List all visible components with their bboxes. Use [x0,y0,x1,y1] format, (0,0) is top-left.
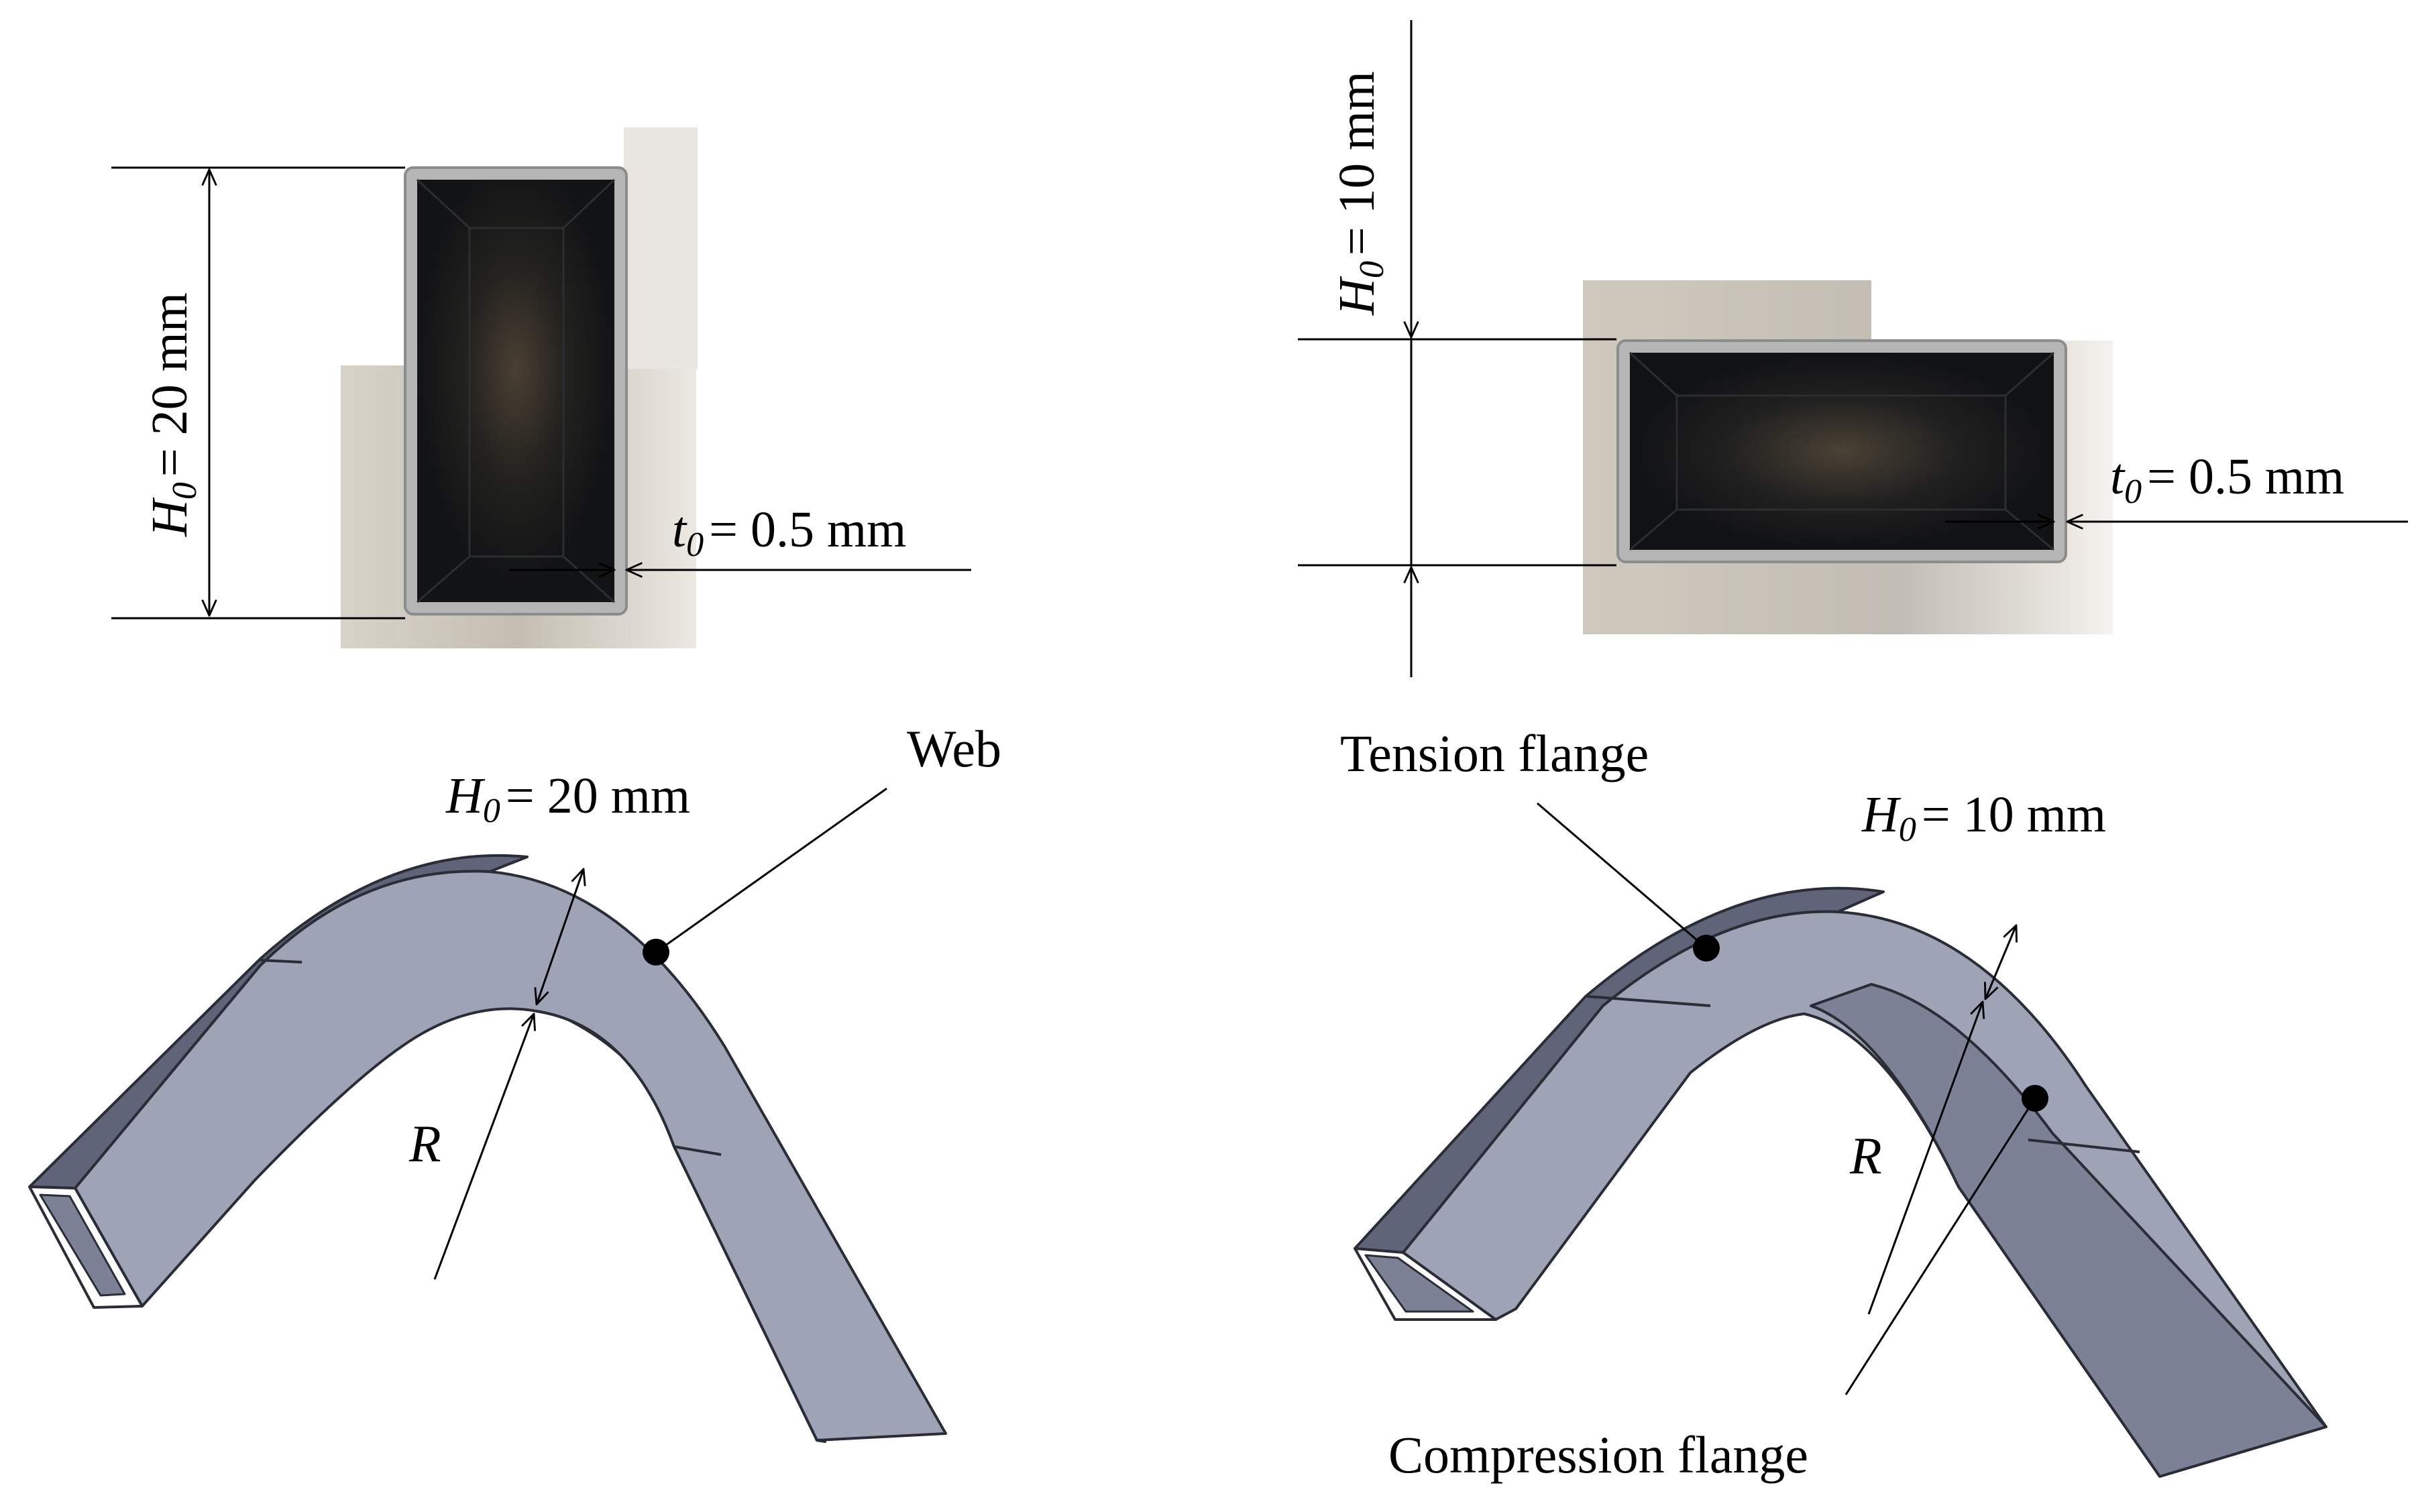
left-section-height-dimension: H0= 20 mm [111,166,405,620]
right-tube-seam-top [1586,995,1711,1007]
left-beam-radius-label: R [408,1114,441,1173]
right-beam-radius-label: R [1849,1126,1882,1185]
right-beam-compression-leader [1845,1098,2036,1395]
right-beam-tension-leader [1537,802,1707,949]
right-tube-compression-flange [1810,983,2327,1478]
right-beam-tension-label: Tension flange [1340,724,1649,782]
right-photo-background-corner [1871,280,2113,341]
right-section-thickness-dimension: t0= 0.5 mm [1945,449,2408,522]
left-beam-height-label: H0= 20 mm [445,768,690,830]
left-beam-height-arrow [537,869,584,1004]
right-section-height-dimension: H0= 10 mm [1298,20,1616,677]
left-bent-tube [28,854,947,1443]
left-tube-seam-bottom [673,1145,722,1156]
right-beam-compression-label: Compression flange [1388,1426,1808,1484]
left-beam-web-marker [643,939,669,966]
left-tube-web [74,870,947,1442]
left-tube-seam-top [260,959,302,964]
right-beam-height-label: H0= 10 mm [1861,787,2106,849]
right-beam-height-arrow [1985,925,2016,999]
right-bent-tube [1354,886,2327,1478]
left-tube-inner-perspective [416,178,616,603]
left-tube-end-inner [39,1194,126,1297]
right-beam-annotations: H0= 10 mm Tension flange R Compression f… [1340,724,2106,1484]
left-section-photo [341,127,698,648]
left-section-thickness-label: t0= 0.5 mm [672,502,906,564]
right-section-thickness-label: t0= 0.5 mm [2110,449,2344,511]
right-tube-inner-perspective [1629,351,2054,551]
left-beam-radius-arrow [433,1014,534,1280]
right-tube-seam-bottom [2028,1139,2140,1153]
left-tube-inner [417,180,614,602]
left-beam-annotations: H0= 20 mm Web R [408,719,1001,1280]
left-section-height-label: H0= 20 mm [142,292,204,537]
right-section-photo [1583,280,2113,634]
left-beam-web-leader [655,787,887,953]
right-section-height-label: H0= 10 mm [1329,71,1391,316]
left-section-thickness-dimension: t0= 0.5 mm [510,502,971,570]
right-tube-inner [1630,353,2054,550]
right-beam-radius-arrow [1867,1002,1983,1315]
left-beam-web-label: Web [907,719,1001,778]
right-beam-tension-marker [1693,935,1720,962]
left-photo-background-upper [624,127,698,369]
right-tube-end-inner [1364,1254,1474,1313]
